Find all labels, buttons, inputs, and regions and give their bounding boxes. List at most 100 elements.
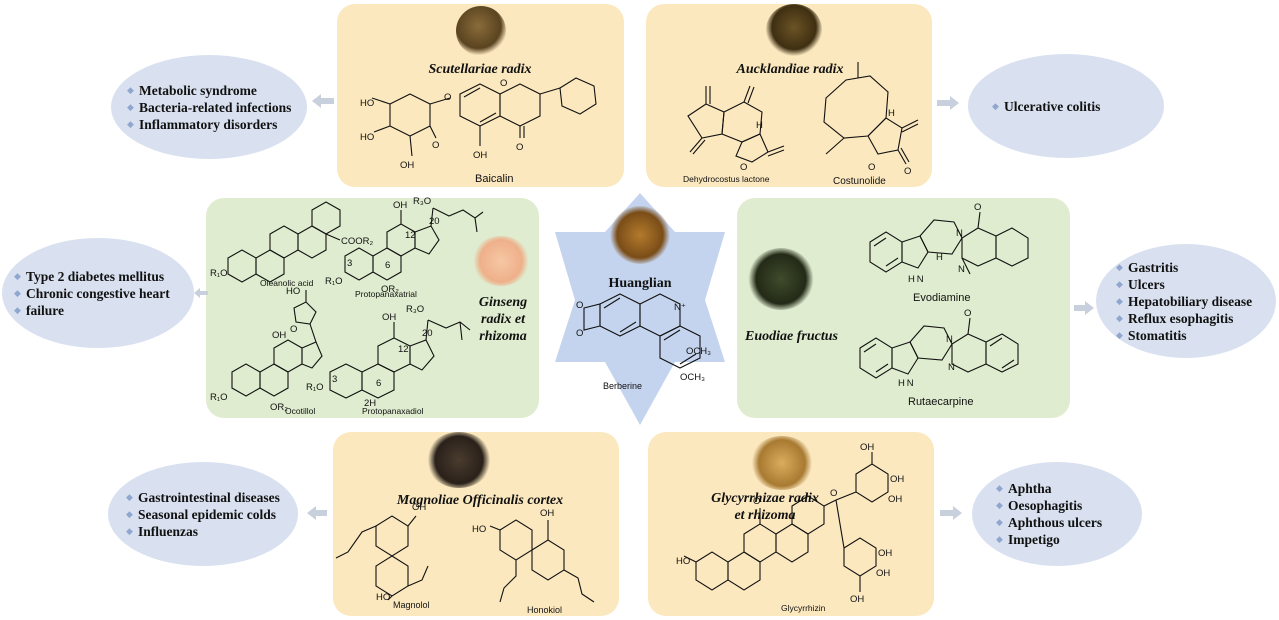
disease-item: Gastrointestinal diseases [126,489,298,506]
glycyrrhizin-o-1: O [753,496,760,507]
dehydrocostus-lactone-label: Dehydrocostus lactone [683,174,770,184]
glycyrrhizin-oh-3: OH [888,494,902,505]
berberine-och3-1: OCH₃ [686,346,711,357]
evodiamine-label: Evodiamine [913,292,971,304]
disease-item: Influenzas [126,523,298,540]
disease-item: Type 2 diabetes mellitus [14,268,194,285]
disease-item: Aphtha [996,480,1142,497]
disease-item: Gastritis [1116,259,1276,276]
protopanaxatrial-r1o: R₁O [325,276,342,287]
protopanaxadiol-oh: OH [382,312,396,323]
scutellariae-herb-image [456,6,506,56]
baicalin-oh-2: OH [400,160,414,171]
rutaecarpine-o: O [964,308,971,319]
protopanaxatrial-label: Protopanaxatrial [355,289,417,299]
baicalin-structure: HO HO O O OH OH O O [360,77,597,171]
dehydrocostus-h: H [756,120,763,131]
honokiol-ho: HO [472,524,486,535]
euodiae-title: Euodiae fructus [745,329,838,344]
ocotillol-or2: OR₂ [270,402,288,413]
baicalin-o-1: O [444,92,451,103]
ginseng-title-line: rhizoma [479,329,527,344]
disease-ellipse-bottom-left: Gastrointestinal diseases Seasonal epide… [108,462,298,566]
magnolol-structure: OH HO [335,502,429,603]
baicalin-ho-2: HO [360,132,374,143]
glycyrrhizae-herb-image [750,436,814,490]
glycyrrhizin-oh-5: OH [876,568,890,579]
disease-item: Ulcers [1116,276,1276,293]
aucklandiae-herb-image [766,4,822,56]
evodiamine-h: H [936,252,943,263]
arrow-right-mid [1074,301,1094,315]
disease-ellipse-bottom-right: Aphtha Oesophagitis Aphthous ulcers Impe… [972,462,1142,566]
arrow-right-top [937,96,959,110]
arrow-left-bottom [307,506,327,520]
costunolide-o-2: O [868,162,875,173]
protopanaxatrial-oh: OH [393,200,407,211]
glycyrrhizin-oh-2: OH [890,474,904,485]
disease-ellipse-mid-left: Type 2 diabetes mellitus Chronic congest… [2,238,194,348]
evodiamine-nh: H N [908,274,924,285]
panel-ginseng [206,198,539,418]
ginseng-title-line: radix et [481,312,525,327]
disease-item: Reflux esophagitis [1116,310,1276,327]
disease-item: Impetigo [996,531,1142,548]
glycyrrhizae-title-line: Glycyrrhizae radix [711,491,819,506]
berberine-label: Berberine [603,381,643,391]
protopanaxadiol-3: 3 [332,374,337,385]
oleanolic-coor2: COOR₂ [341,236,374,247]
protopanaxatrial-or2: OR₂ [381,284,399,295]
disease-item: Aphthous ulcers [996,514,1142,531]
ocotillol-label: Ocotillol [285,406,316,416]
disease-item: Chronic congestive heart [14,285,194,302]
honokiol-oh: OH [540,508,554,519]
protopanaxadiol-6: 6 [376,378,381,389]
glycyrrhizae-title: Glycyrrhizae radix et rhizoma [690,490,840,524]
glycyrrhizin-ho: HO [676,556,690,567]
disease-item: Ulcerative colitis [992,98,1164,115]
glycyrrhizin-label: Glycyrrhizin [781,603,826,613]
arrow-left-mid [194,288,208,298]
rutaecarpine-n-2: N [948,362,955,373]
protopanaxatrial-12: 12 [405,230,416,241]
oleanolic-acid-label: Oleanolic acid [260,278,314,288]
evodiamine-structure: O H N N N H [869,202,1029,285]
disease-item: Metabolic syndrome [127,82,307,99]
protopanaxadiol-2h: 2H [364,398,376,409]
disease-item: Hepatobiliary disease [1116,293,1276,310]
protopanaxatrial-structure: OH R₃O 20 12 3 6 R₁O OR₂ [325,196,484,295]
glycyrrhizin-structure: O O OH OH OH OH OH OH HO [676,442,904,605]
protopanaxatrial-3: 3 [347,258,352,269]
magnolol-ho: HO [376,592,390,603]
ginseng-title: Ginseng radix et rhizoma [466,294,540,345]
disease-item: Stomatitis [1116,327,1276,344]
protopanaxadiol-label: Protopanaxadiol [362,406,424,416]
glycyrrhizin-oh-6: OH [850,594,864,605]
magnoliae-title: Magnoliae Officinalis cortex [396,493,564,508]
ocotillol-ho: HO [286,286,300,297]
honokiol-label: Honokiol [527,605,563,615]
berberine-o-1: O [576,300,583,311]
magnoliae-herb-image [426,432,492,488]
baicalin-ho-1: HO [360,98,374,109]
scutellariae-title: Scutellariae radix [428,62,532,77]
huanglian-title: Huanglian [608,276,672,291]
protopanaxadiol-r1o: R₁O [306,382,323,393]
baicalin-label: Baicalin [475,173,514,185]
ginseng-herb-image [472,236,530,286]
rutaecarpine-structure: O H N N N [859,308,1019,389]
costunolide-structure: O O H [823,62,919,177]
aucklandiae-title: Aucklandiae radix [736,62,844,77]
dehydrocostus-lactone-structure: O H [687,85,785,173]
protopanaxadiol-structure: OH R₃O 20 12 3 6 R₁O 2H [306,304,471,409]
evodiamine-n-1: N [956,228,963,239]
disease-item-continued: failure [14,302,194,319]
protopanaxadiol-r3o: R₃O [406,304,424,315]
disease-item: Seasonal epidemic colds [126,506,298,523]
disease-ellipse-top-left: Metabolic syndrome Bacteria-related infe… [111,55,307,159]
baicalin-o-2: O [516,142,523,153]
berberine-och3-2: OCH₃ [680,372,705,383]
disease-item: Oesophagitis [996,497,1142,514]
ginseng-title-line: Ginseng [478,295,528,310]
protopanaxadiol-20: 20 [422,328,433,339]
